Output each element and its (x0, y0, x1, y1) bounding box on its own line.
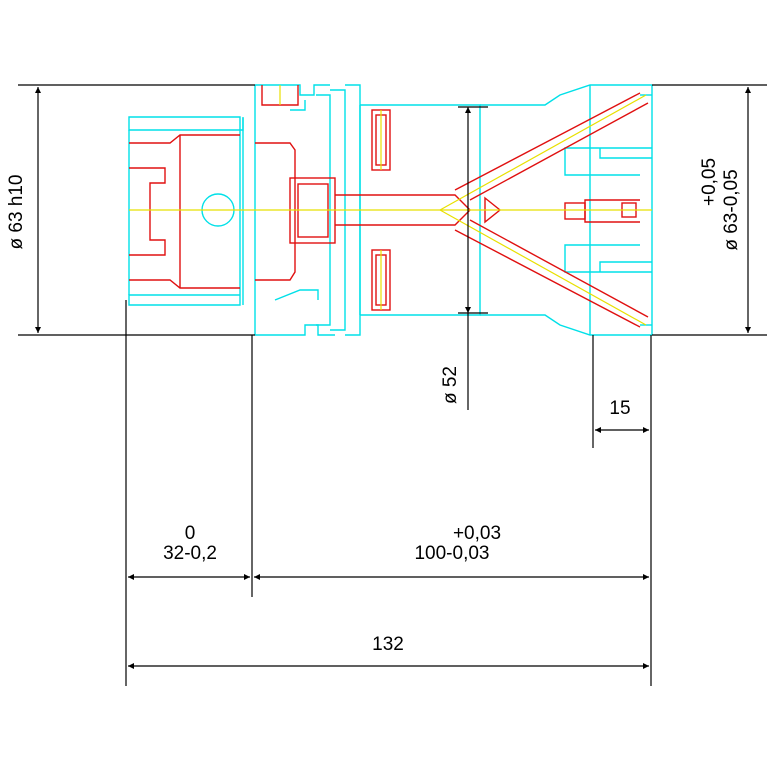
dim-length-right-main: 100-0,03 (414, 543, 489, 564)
dim-diameter-right-upper: +0,05 (699, 158, 720, 206)
dim-length-left-main: 32-0,2 (163, 543, 217, 564)
center-lines (129, 85, 652, 326)
dim-length-right-upper: +0,03 (453, 523, 501, 544)
part-details (129, 85, 649, 328)
dimension-lines (18, 84, 767, 686)
dim-diameter-center: ø 52 (440, 366, 461, 404)
dim-length-total: 132 (372, 634, 404, 655)
dim-depth: 15 (609, 398, 630, 419)
dim-length-left-upper: 0 (185, 523, 196, 544)
dim-diameter-right-main: ø 63-0,05 (721, 169, 742, 250)
dim-diameter-left: ø 63 h10 (6, 175, 27, 250)
